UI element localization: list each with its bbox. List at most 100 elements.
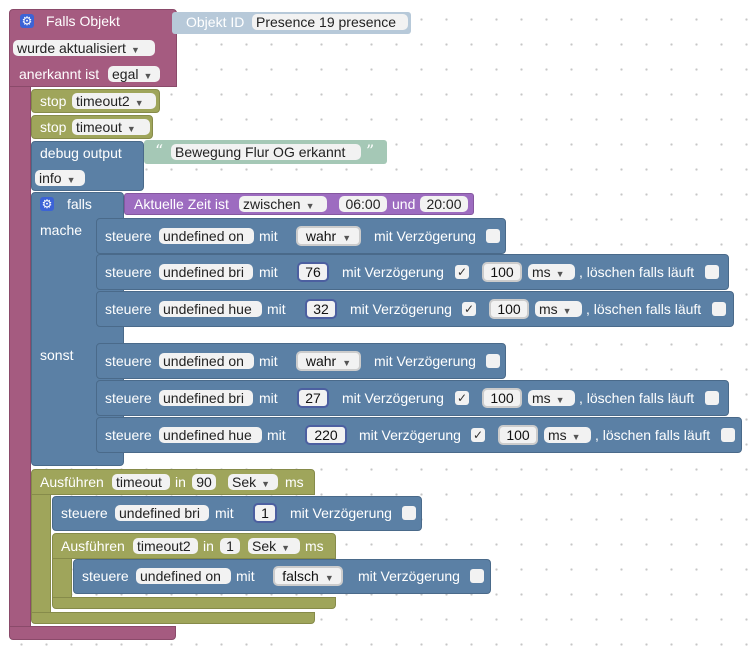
with-label: mit [267,301,286,317]
timer-unit-dropdown[interactable]: Sek▼ [248,538,300,554]
delay-unit-dropdown[interactable]: ms▼ [528,390,575,406]
debug-label: debug output [40,145,122,161]
object-dropdown[interactable]: undefined bri [159,390,253,406]
timer-value-input[interactable]: 90 [192,474,216,490]
object-dropdown[interactable]: undefined on [159,228,254,244]
clear-checkbox[interactable] [705,391,719,405]
object-dropdown[interactable]: undefined on [159,353,254,369]
timeout2-block-bottom [52,597,336,609]
delay-checkbox[interactable]: ✓ [462,302,476,316]
delay-checkbox[interactable] [486,229,500,243]
gear-icon[interactable]: ⚙ [20,14,34,28]
updated-dropdown[interactable]: wurde aktualisiert▼ [13,40,155,56]
timer-unit-dropdown[interactable]: Sek▼ [228,474,278,490]
time-to-input[interactable]: 20:00 [420,196,468,212]
in-label: in [203,538,214,554]
clear-label: , löschen falls läuft [586,301,702,317]
delay-unit-dropdown[interactable]: ms▼ [535,301,582,317]
object-dropdown[interactable]: undefined on [136,568,231,584]
delay-value-input[interactable]: 100 [482,388,522,408]
with-label: mit [267,427,286,443]
stop-label: stop [40,93,67,109]
delay-label: mit Verzögerung [290,505,392,521]
stop-timer-dropdown[interactable]: timeout2▼ [72,93,156,109]
event-block-bottom [9,626,176,640]
control-label: steuere [105,390,152,406]
time-and-label: und [392,196,416,212]
delay-value-input[interactable]: 100 [498,425,538,445]
delay-label: mit Verzögerung [350,301,452,317]
value-dropdown[interactable]: falsch▼ [273,566,343,586]
quote-close-icon: ” [366,141,375,160]
time-mode-dropdown[interactable]: zwischen▼ [239,196,327,212]
with-label: mit [259,353,278,369]
object-dropdown[interactable]: undefined bri [159,264,253,280]
object-dropdown[interactable]: undefined hue [159,301,262,317]
timer-name-input[interactable]: timeout [112,474,170,490]
event-block-spine [9,86,31,633]
timeout-block-spine [31,494,51,619]
else-label: sonst [40,347,74,363]
delay-value-input[interactable]: 100 [482,262,522,282]
debug-message[interactable]: Bewegung Flur OG erkannt [171,144,361,160]
timeout-block-bottom [31,612,315,624]
delay-value-input[interactable]: 100 [489,299,529,319]
object-dropdown[interactable]: undefined hue [159,427,262,443]
value-dropdown[interactable]: wahr▼ [296,226,361,246]
delay-unit-dropdown[interactable]: ms▼ [528,264,575,280]
delay-label: mit Verzögerung [342,390,444,406]
ms-suffix: ms [285,474,304,490]
run-label: Ausführen [40,474,104,490]
value-input[interactable]: 27 [297,388,329,408]
clear-checkbox[interactable] [721,428,735,442]
control-label: steuere [105,301,152,317]
clear-checkbox[interactable] [705,265,719,279]
delay-checkbox[interactable]: ✓ [455,265,469,279]
clear-label: , löschen falls läuft [595,427,711,443]
control-label: steuere [105,353,152,369]
in-label: in [175,474,186,490]
time-from-input[interactable]: 06:00 [339,196,387,212]
timer-value-input[interactable]: 1 [220,538,240,554]
time-label: Aktuelle Zeit ist [134,196,229,212]
value-input[interactable]: 1 [253,503,277,523]
quote-open-icon: “ [155,141,164,160]
value-input[interactable]: 32 [305,299,337,319]
with-label: mit [215,505,234,521]
value-input[interactable]: 76 [297,262,329,282]
timer-name-input[interactable]: timeout2 [133,538,198,554]
gear-icon[interactable]: ⚙ [40,197,54,211]
delay-checkbox[interactable] [402,506,416,520]
with-label: mit [259,264,278,280]
with-label: mit [259,390,278,406]
control-label: steuere [105,427,152,443]
control-label: steuere [61,505,108,521]
object-id-label: Objekt ID [186,14,245,30]
delay-checkbox[interactable] [486,354,500,368]
control-label: steuere [82,568,129,584]
control-label: steuere [105,228,152,244]
debug-level-dropdown[interactable]: info▼ [35,170,85,186]
ack-dropdown[interactable]: egal▼ [108,66,160,82]
delay-label: mit Verzögerung [358,568,460,584]
run-label: Ausführen [61,538,125,554]
value-dropdown[interactable]: wahr▼ [296,351,361,371]
control-block[interactable] [96,254,729,290]
clear-checkbox[interactable] [712,302,726,316]
object-dropdown[interactable]: undefined bri [115,505,209,521]
delay-checkbox[interactable] [470,569,484,583]
value-input[interactable]: 220 [305,425,347,445]
ack-label: anerkannt ist [19,66,100,82]
control-label: steuere [105,264,152,280]
stop-timer-dropdown[interactable]: timeout▼ [72,119,150,135]
delay-unit-dropdown[interactable]: ms▼ [544,427,591,443]
clear-label: , löschen falls läuft [579,390,695,406]
delay-checkbox[interactable]: ✓ [471,428,485,442]
then-label: mache [40,222,83,238]
object-id-value[interactable]: Presence 19 presence [252,14,408,30]
delay-checkbox[interactable]: ✓ [455,391,469,405]
stop-label: stop [40,119,67,135]
control-block[interactable] [52,496,422,531]
delay-label: mit Verzögerung [374,228,476,244]
clear-label: , löschen falls läuft [579,264,695,280]
